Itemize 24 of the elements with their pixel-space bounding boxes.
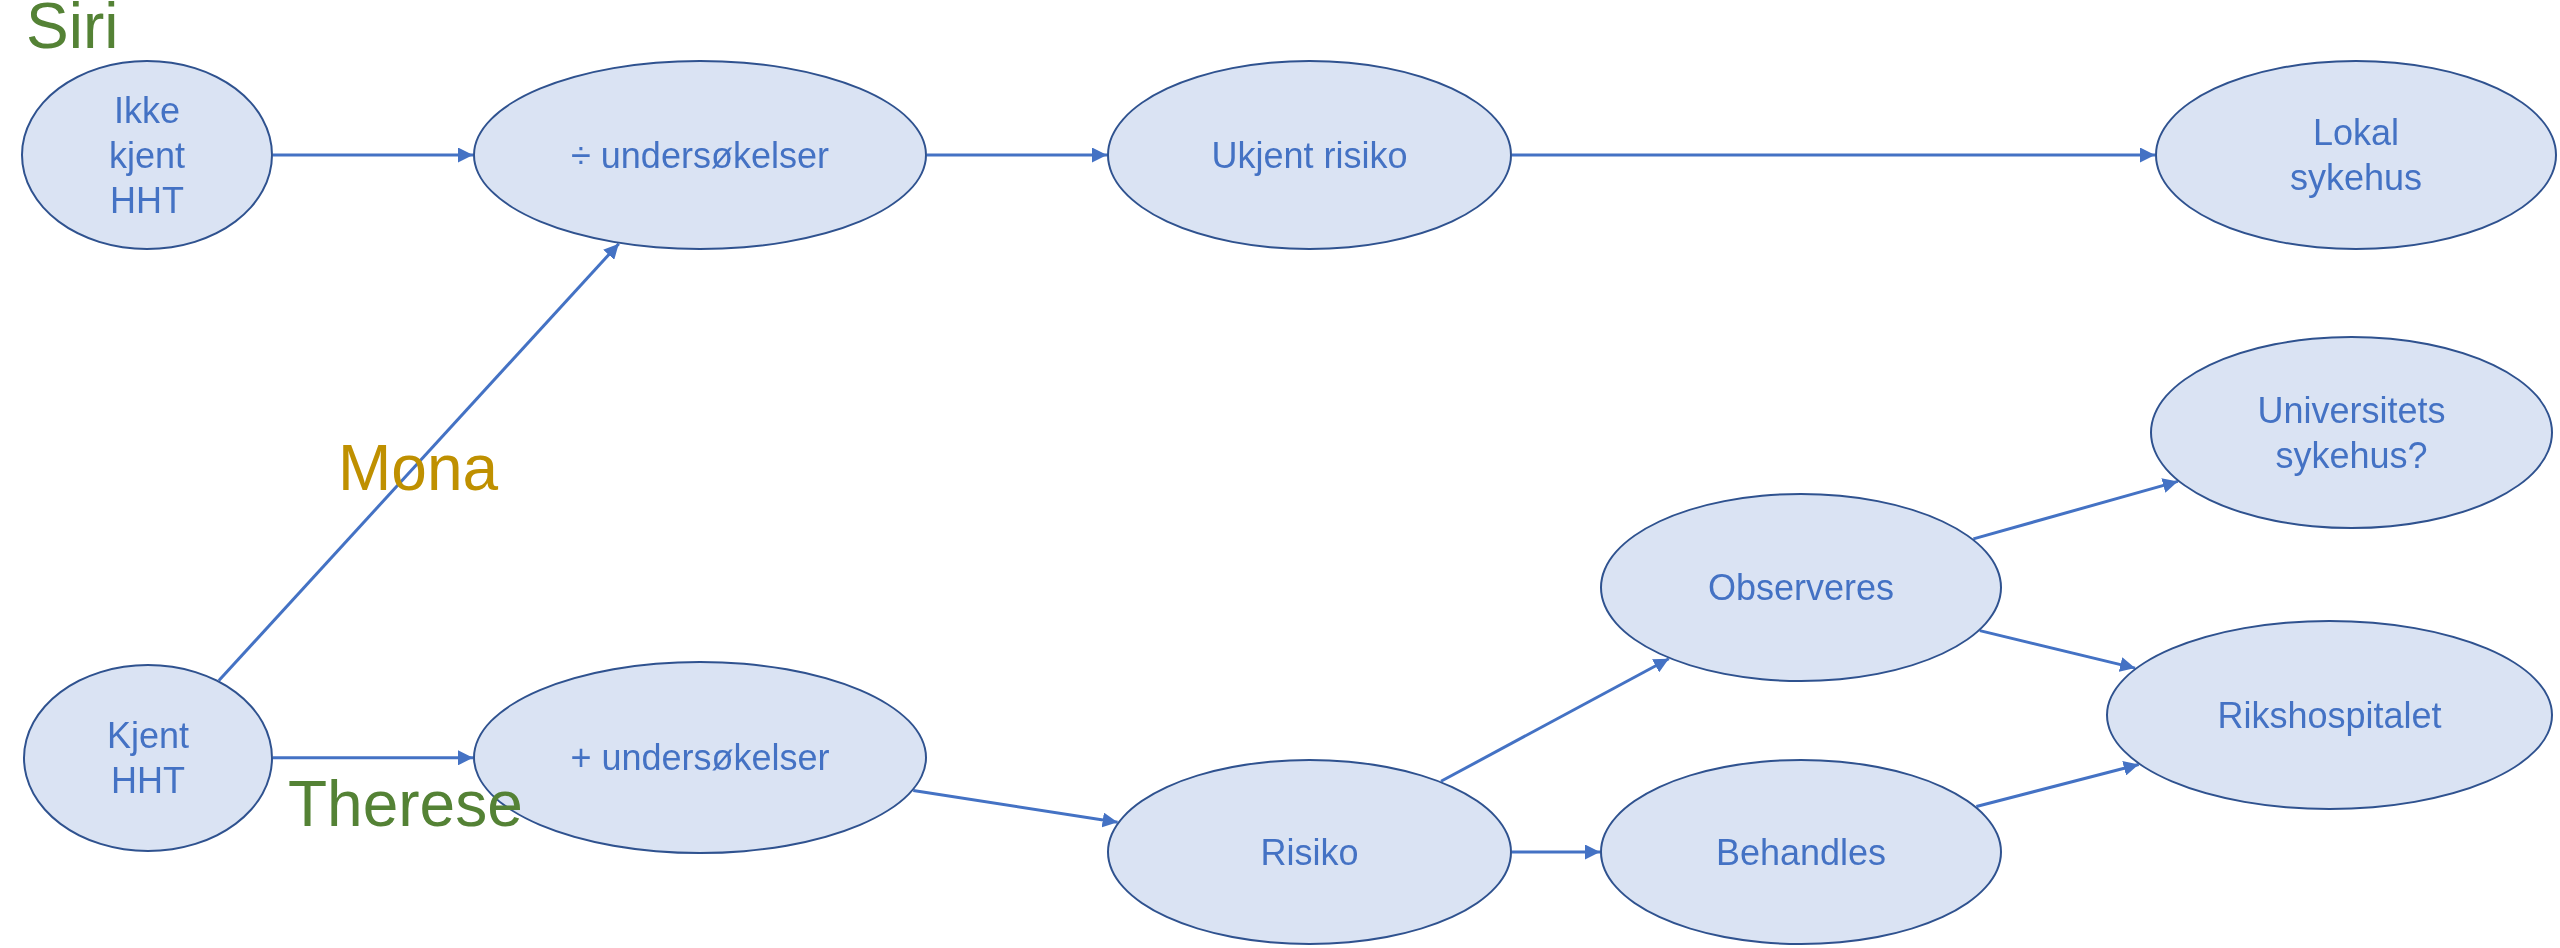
node-text: Risiko: [1260, 830, 1359, 875]
node-text: Observeres: [1707, 566, 1895, 610]
arrow: [1440, 657, 1670, 783]
arrow: [1976, 761, 2140, 808]
node-text: Ikke kjent HHT: [107, 88, 186, 223]
arrow: [1979, 629, 2136, 672]
node-text: + undersøkelser: [570, 736, 830, 780]
node-text: Behandles: [1715, 830, 1887, 875]
name-label: Therese: [288, 772, 523, 836]
arrow: [273, 750, 473, 766]
arrow: [217, 242, 620, 682]
arrow: [927, 147, 1107, 163]
name-label: Siri: [26, 0, 119, 58]
arrow: [1512, 844, 1600, 860]
node-text: Rikshospitalet: [2217, 693, 2442, 738]
node-text: ÷ undersøkelser: [571, 133, 829, 178]
arrow: [273, 147, 473, 163]
arrow: [1512, 147, 2155, 163]
node-text: Lokal sykehus: [2288, 111, 2424, 200]
node-text: Universitets sykehus?: [2256, 388, 2447, 478]
arrow: [1973, 478, 2179, 541]
node-text: Ukjent risiko: [1211, 133, 1408, 178]
arrow: [913, 789, 1118, 828]
node-text: Kjent HHT: [105, 714, 191, 803]
